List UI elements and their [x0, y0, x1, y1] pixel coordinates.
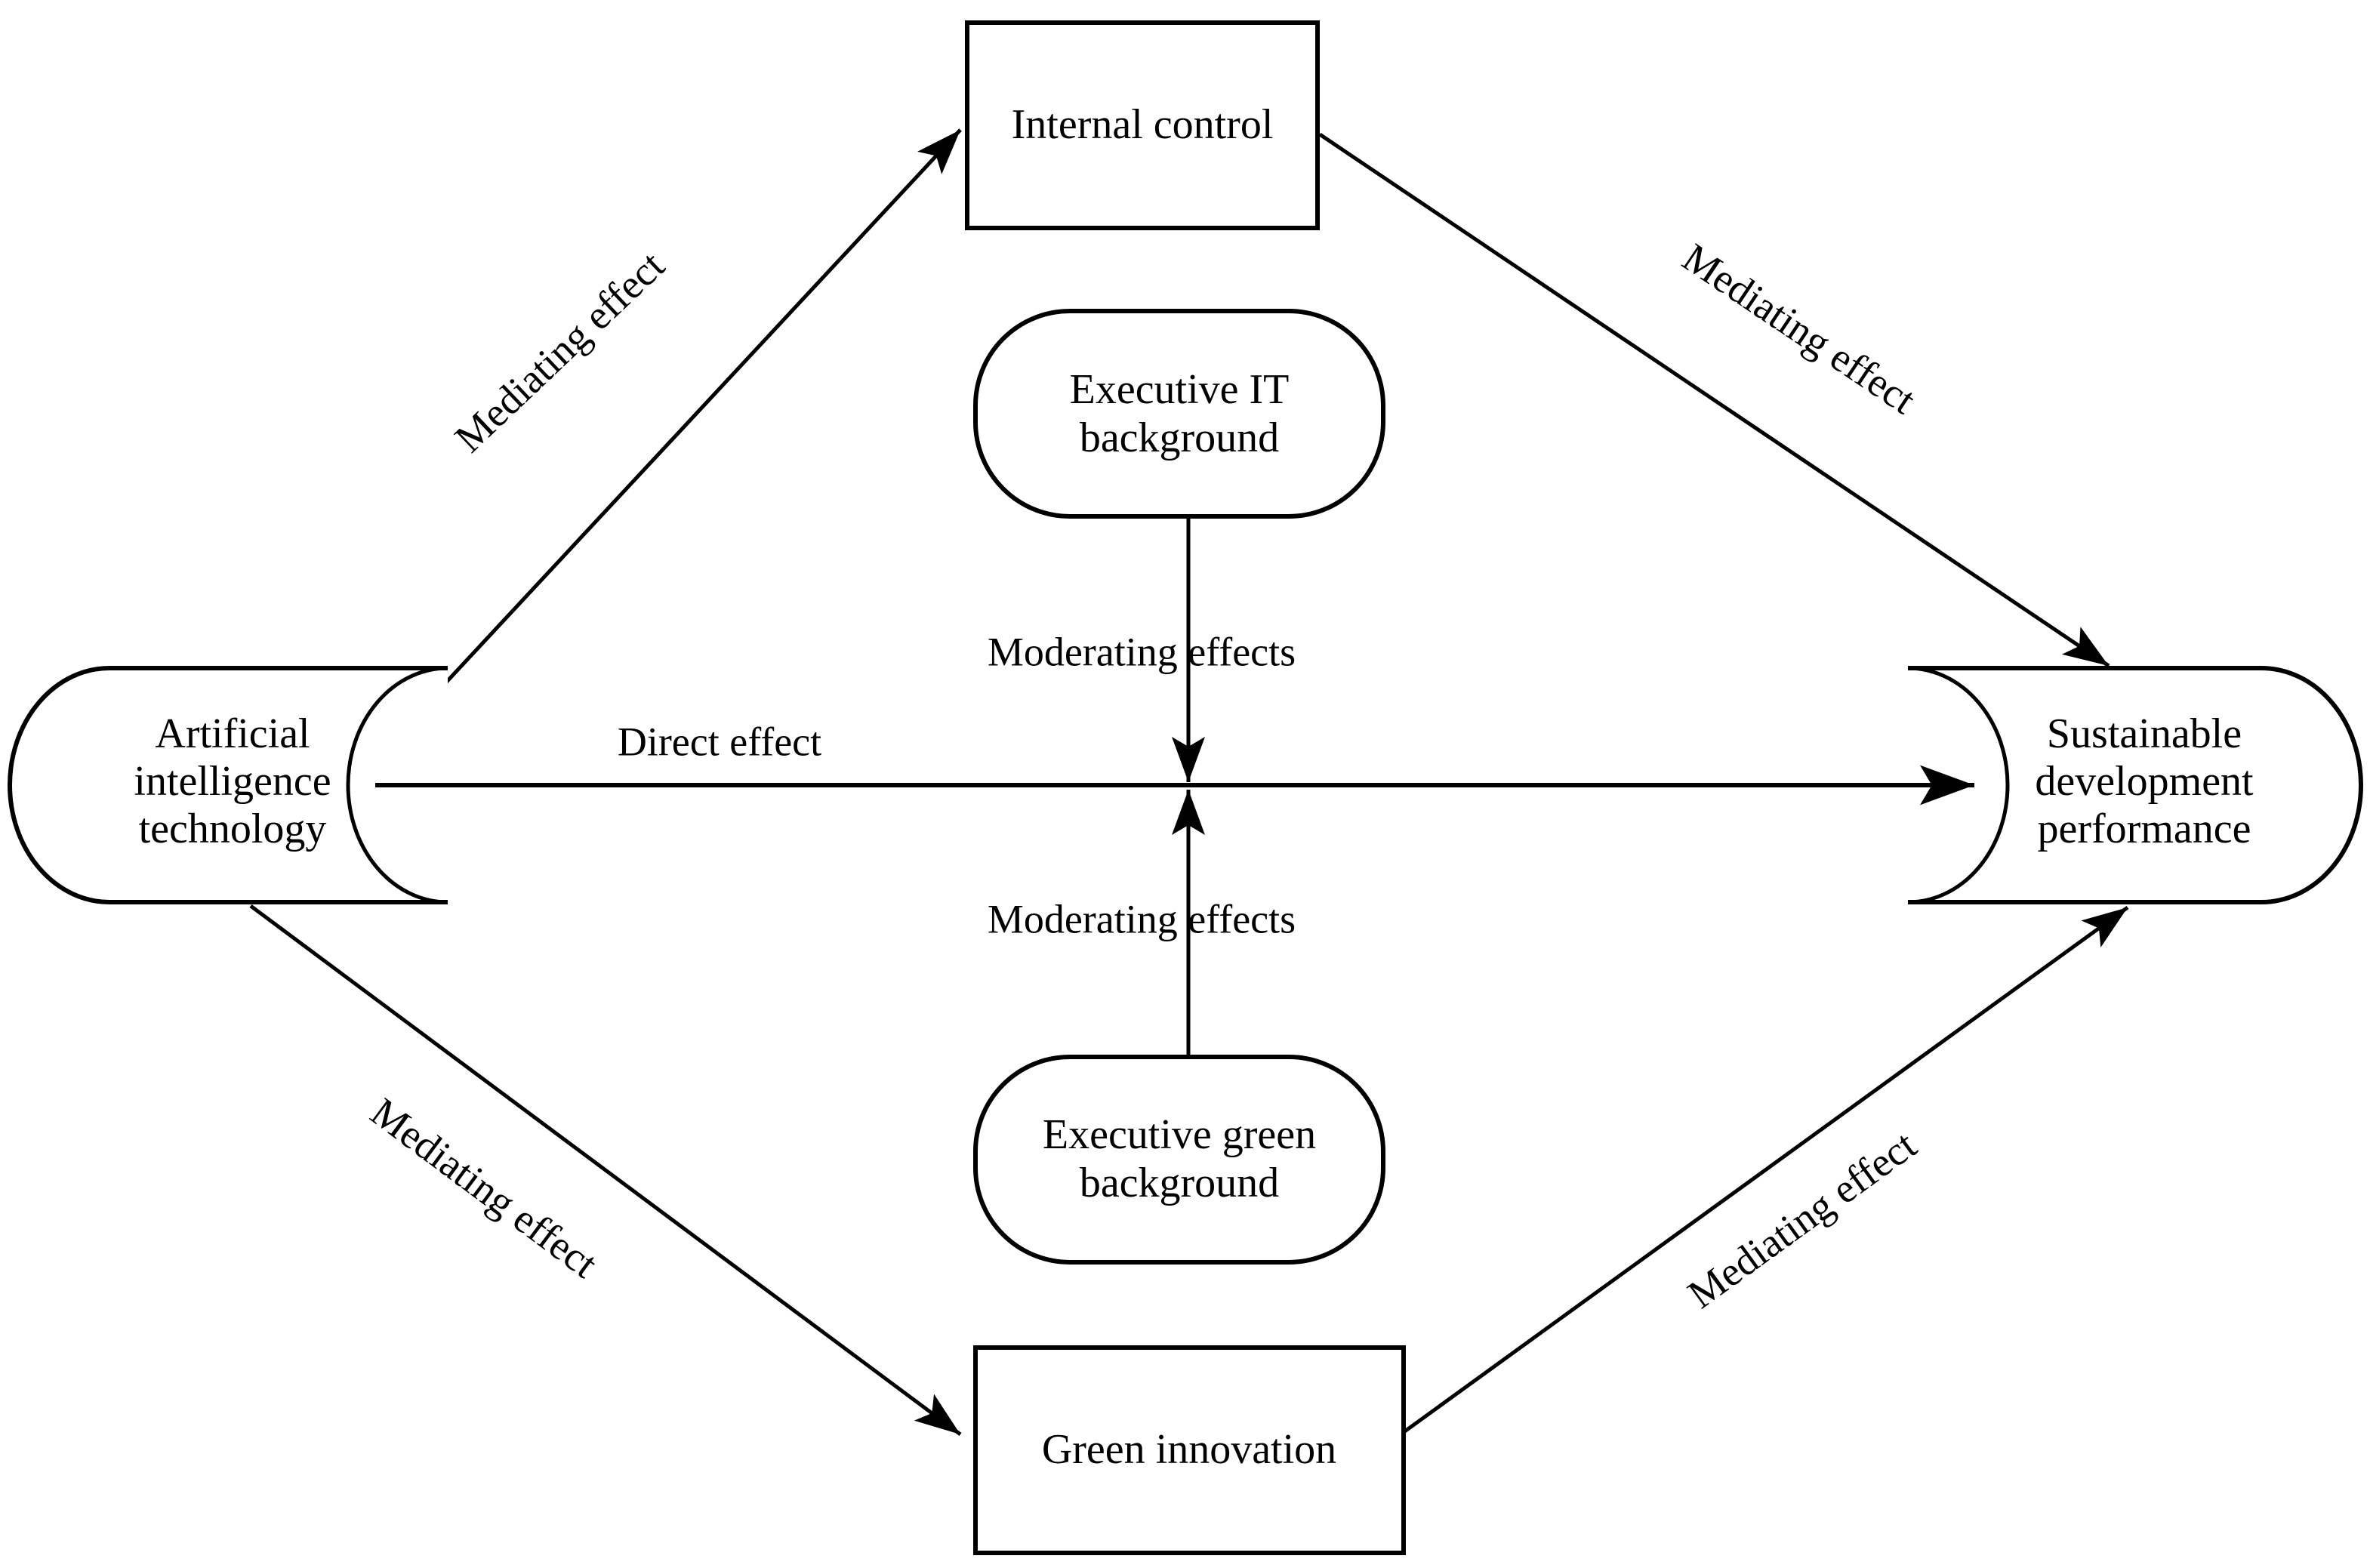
- node-sdp-label-line3: performance: [2038, 806, 2251, 852]
- edge-internal-control-to-sdp: Mediating effect: [1318, 132, 2110, 668]
- node-sdp-label-line1: Sustainable: [2047, 710, 2242, 757]
- node-ai-technology-waist-arc: [346, 666, 448, 904]
- edge-ai-to-green-innovation: Mediating effect: [249, 904, 962, 1437]
- edge-executive-it-moderation: Moderating effects: [988, 516, 1296, 782]
- node-executive-it-background-label-line1: Executive IT: [1070, 366, 1290, 413]
- edge-line-ai-to-green-innovation: [249, 904, 962, 1437]
- node-executive-green-background-label-line2: background: [1080, 1160, 1279, 1206]
- node-sdp-waist-arc: [1907, 666, 2010, 904]
- node-internal-control-body: [965, 20, 1320, 230]
- edge-label-moderating-effects-bottom: Moderating effects: [988, 896, 1296, 941]
- edge-line-internal-control-to-sdp: [1318, 132, 2110, 668]
- node-sdp-label-line2: development: [2035, 758, 2254, 805]
- node-green-innovation-label: Green innovation: [1042, 1426, 1336, 1473]
- node-executive-it-background-body: [973, 309, 1385, 519]
- edge-label-green-innovation-to-sdp: Mediating effect: [1680, 1122, 1925, 1317]
- node-internal-control: Internal control: [965, 20, 1320, 230]
- node-internal-control-label: Internal control: [1012, 101, 1274, 148]
- node-sustainable-development-performance: Sustainable development performance: [1907, 666, 2363, 904]
- node-ai-technology-label-line1: Artificial: [155, 710, 310, 757]
- node-green-innovation: Green innovation: [973, 1345, 1406, 1555]
- node-green-innovation-body: [973, 1345, 1406, 1555]
- edge-label-internal-control-to-sdp: Mediating effect: [1675, 235, 1924, 423]
- edge-label-ai-to-internal-control: Mediating effect: [446, 242, 673, 461]
- node-sdp-body: [1908, 666, 2363, 904]
- node-ai-technology-body: [8, 666, 448, 904]
- edge-executive-green-moderation: Moderating effects: [988, 790, 1296, 1057]
- node-ai-technology-label-line2: intelligence: [134, 758, 331, 805]
- edge-label-direct-effect: Direct effect: [618, 719, 821, 764]
- node-ai-technology: Artificial intelligence technology: [8, 666, 448, 904]
- node-ai-technology-label-line3: technology: [139, 806, 327, 852]
- node-executive-green-background: Executive green background: [973, 1055, 1385, 1265]
- node-executive-green-background-body: [973, 1055, 1385, 1265]
- node-executive-green-background-label-line1: Executive green: [1043, 1111, 1316, 1158]
- edge-label-moderating-effects-top: Moderating effects: [988, 629, 1296, 674]
- edge-line-green-innovation-to-sdp: [1399, 905, 2129, 1437]
- edge-label-ai-to-green-innovation: Mediating effect: [362, 1089, 606, 1287]
- node-executive-it-background-label-line2: background: [1080, 414, 1279, 461]
- edge-green-innovation-to-sdp: Mediating effect: [1399, 905, 2129, 1437]
- edge-ai-to-sdp-direct: Direct effect: [375, 719, 1974, 806]
- node-executive-it-background: Executive IT background: [973, 309, 1385, 519]
